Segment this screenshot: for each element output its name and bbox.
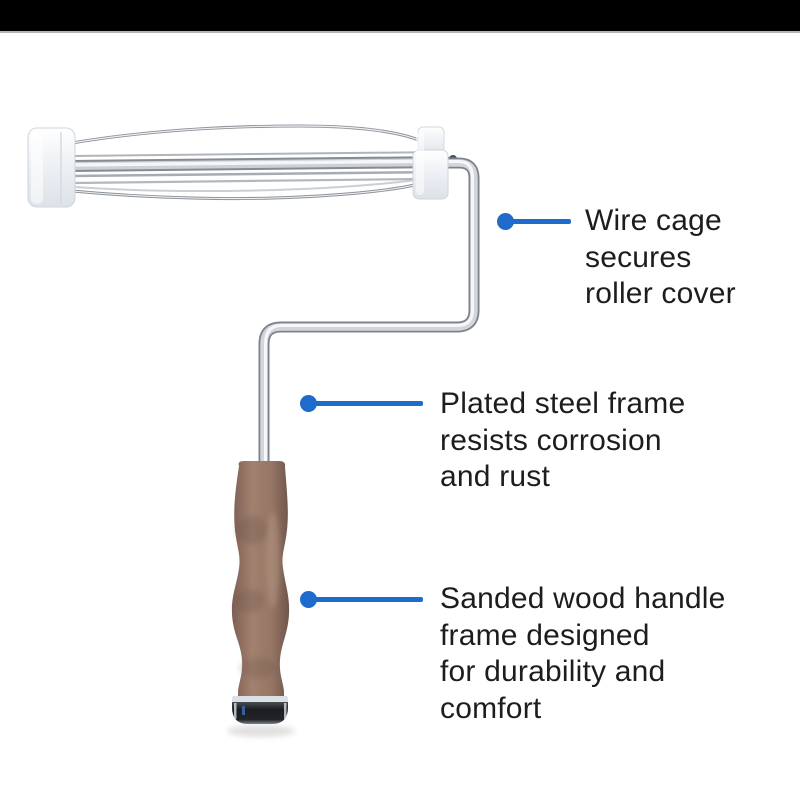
label-line: Sanded wood handle [440,582,726,615]
wood-handle [231,461,290,699]
steel-frame-label: Plated steel frame resists corrosion and… [440,386,685,496]
steel-frame-arm [258,155,480,474]
label-line: and rust [440,460,550,493]
wire-cage-label: Wire cage secures roller cover [585,203,736,313]
callout-line [308,401,423,406]
roller-cage-wires [64,124,452,201]
handle-ferrule [227,696,295,737]
label-line: resists corrosion [440,423,662,457]
right-end-cap [412,126,449,200]
label-line: Plated steel frame [440,387,686,420]
letterbox-bar [0,0,800,33]
label-line: secures [585,240,692,274]
callout-line [308,597,423,602]
label-line: for durability and [440,655,666,688]
label-line: comfort [440,691,542,725]
label-line: frame designed [440,618,650,652]
callout-line [505,219,571,224]
label-line: roller cover [585,277,736,310]
left-end-cap [27,127,76,208]
wood-handle-label: Sanded wood handle frame designed for du… [440,581,726,727]
label-line: Wire cage [585,204,722,237]
